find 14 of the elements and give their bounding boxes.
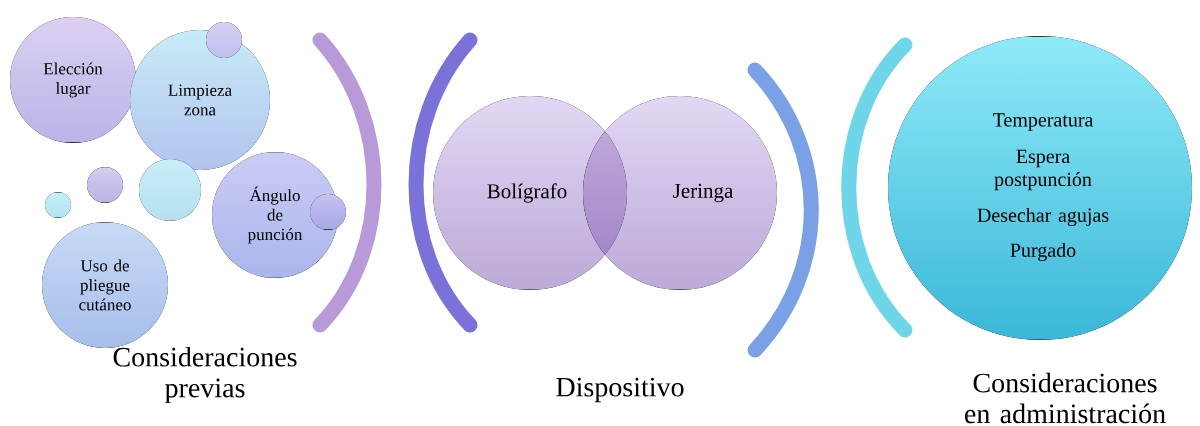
circle-node: Elección lugar <box>10 17 136 143</box>
circle-node: Jeringa <box>583 96 777 290</box>
caption: Consideraciones previas <box>113 346 297 404</box>
circle-node: Temperatura Espera postpunción Desechar agujas Purgado <box>888 36 1192 340</box>
bubble <box>87 167 123 203</box>
bubble <box>310 194 346 230</box>
circle-node: Ángulo de punción <box>212 152 338 278</box>
bubble <box>45 192 71 218</box>
caption: Dispositivo <box>556 377 684 403</box>
caption: Consideraciones en administración <box>965 372 1166 424</box>
bubble <box>206 22 242 58</box>
bubble <box>139 159 201 221</box>
circle-node: Uso de pliegue cutáneo <box>42 222 168 348</box>
circle-node: Limpieza zona <box>130 30 270 170</box>
